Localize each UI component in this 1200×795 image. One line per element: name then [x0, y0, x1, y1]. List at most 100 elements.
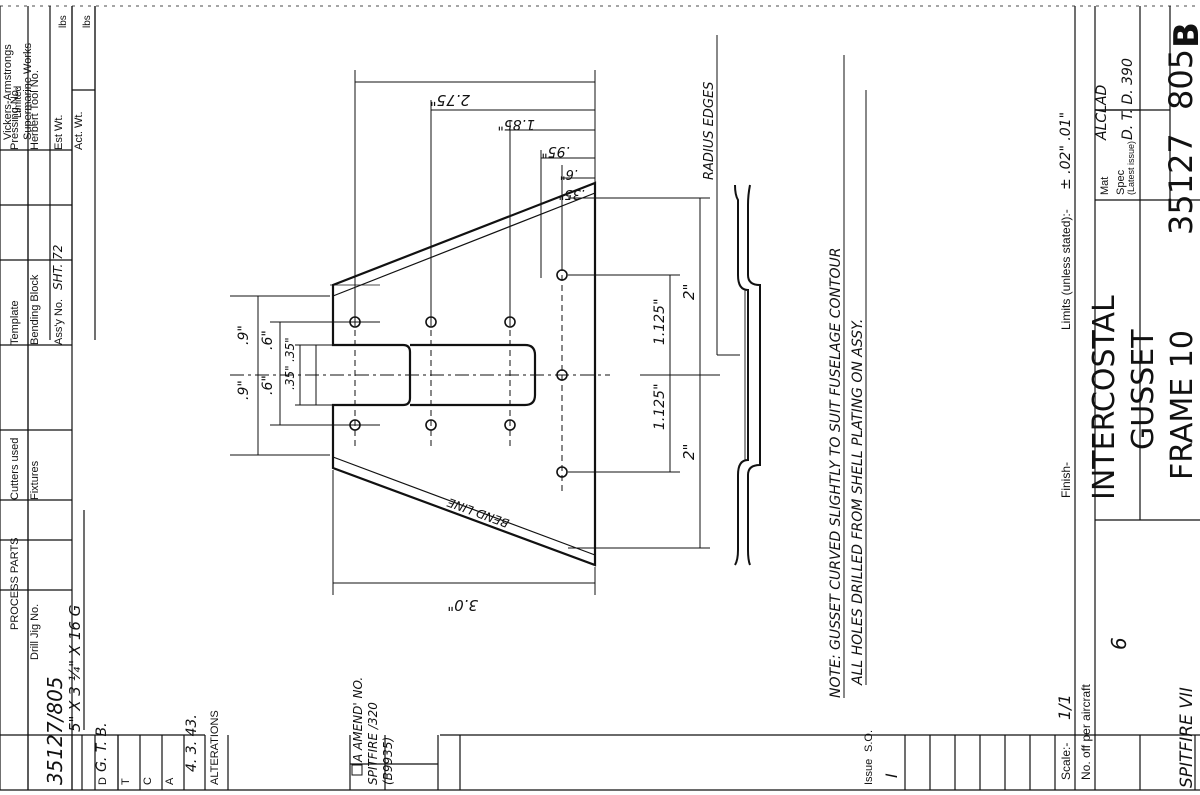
svg-text:2.75": 2.75": [430, 91, 470, 109]
svg-text:PROCESS PARTS: PROCESS PARTS: [9, 537, 21, 630]
svg-text:2": 2": [680, 284, 698, 300]
svg-text:Cutters used: Cutters used: [9, 438, 21, 500]
svg-text:1.125": 1.125": [652, 298, 668, 345]
process-table-lines: [0, 6, 72, 790]
bend-line-label: BEND LINE: [445, 495, 511, 530]
svg-text:35127/805: 35127/805: [43, 676, 67, 785]
svg-text:4. 3. 43.: 4. 3. 43.: [184, 714, 200, 772]
gusset-outline: [331, 181, 597, 567]
svg-text:A: A: [164, 777, 176, 785]
right-title-block-lines: [1074, 6, 1200, 735]
svg-text:No. off per aircraft: No. off per aircraft: [1079, 684, 1093, 780]
svg-text:.9": .9": [236, 325, 252, 345]
svg-text:Pressing No.: Pressing No.: [9, 87, 21, 150]
svg-text:GUSSET: GUSSET: [1126, 329, 1161, 450]
svg-text:.35": .35": [283, 365, 297, 390]
svg-text:6: 6: [1107, 637, 1131, 650]
svg-text:D: D: [97, 777, 109, 785]
svg-text:Issue: Issue: [863, 759, 875, 785]
svg-text:Est Wt.: Est Wt.: [53, 115, 65, 150]
svg-text:Drill Jig No.: Drill Jig No.: [29, 604, 41, 660]
left-dimension-labels: .9" .9" .6" .6" .35" .35": [236, 325, 297, 400]
part-number: 35127 805 B: [1162, 22, 1200, 235]
svg-text:5" X 3 ¼" X 16 G: 5" X 3 ¼" X 16 G: [66, 605, 84, 732]
svg-text:Finish-: Finish-: [1059, 462, 1073, 498]
process-parts-labels: PROCESS PARTS Drill Jig No. Cutters used…: [9, 15, 93, 660]
svg-text:Mat: Mat: [1099, 177, 1111, 195]
svg-text:(B9935): (B9935): [381, 737, 395, 785]
part-name: INTERCOSTAL GUSSET FRAME 10: [1087, 295, 1200, 500]
svg-text:Act. Wt.: Act. Wt.: [73, 112, 85, 151]
firm-name: Vickers-Armstrongs Limited Supermarine W…: [2, 43, 34, 140]
svg-text:C: C: [142, 777, 154, 785]
svg-text:S.O.: S.O.: [863, 730, 875, 752]
left-dimensions: [230, 295, 340, 456]
svg-text:.6": .6": [560, 166, 578, 181]
svg-text:805: 805: [1162, 49, 1200, 110]
rivet-holes: [349, 269, 568, 478]
svg-text:B: B: [1167, 22, 1200, 48]
svg-text:Herbert Tool No.: Herbert Tool No.: [29, 70, 41, 150]
material-spec: Mat ALCLAD Spec (Latest issue) D. T. D. …: [1094, 58, 1136, 195]
svg-text:Limits (unless stated):-: Limits (unless stated):-: [1059, 209, 1073, 330]
svg-text:SPITFIRE VII: SPITFIRE VII: [1177, 687, 1197, 788]
svg-text:Ass'y No.: Ass'y No.: [53, 299, 65, 345]
svg-text:.6": .6": [260, 375, 276, 395]
svg-text:.95": .95": [541, 143, 570, 159]
issue-box: Issue S.O. I: [863, 730, 901, 785]
weight-box-lines: [71, 6, 96, 340]
left-title-strip: [0, 5, 1200, 791]
right-dimension-labels: 2" 2" 1.125" 1.125": [652, 284, 698, 460]
stock-size: 5" X 3 ¼" X 16 G: [66, 510, 85, 732]
bottom-dimension: [332, 470, 596, 595]
svg-text:Spec: Spec: [1115, 169, 1127, 195]
scale-and-limits: Scale:- 1/1 Finish- Limits (unless state…: [1055, 112, 1074, 780]
svg-text:D. T. D. 390: D. T. D. 390: [1120, 58, 1136, 140]
svg-text:G. T. B.: G. T. B.: [94, 722, 110, 772]
svg-text:35127: 35127: [1162, 133, 1200, 235]
svg-text:2": 2": [680, 444, 698, 460]
svg-text:ALCLAD: ALCLAD: [1094, 84, 1110, 141]
svg-text:ALL HOLES DRILLED FROM SHELL P: ALL HOLES DRILLED FROM SHELL PLATING ON …: [850, 319, 866, 686]
svg-text:1/1: 1/1: [1055, 694, 1074, 720]
svg-text:.6": .6": [260, 330, 276, 350]
svg-text:Fixtures: Fixtures: [29, 460, 41, 500]
svg-text:.35": .35": [283, 337, 297, 362]
dim-3-0: 3.0": [447, 596, 478, 614]
svg-text:I: I: [882, 773, 901, 778]
svg-text:NOTE: GUSSET CURVED SLIGHTLY T: NOTE: GUSSET CURVED SLIGHTLY TO SUIT FUS…: [828, 247, 844, 698]
top-dimensions: [354, 70, 596, 320]
svg-text:INTERCOSTAL: INTERCOSTAL: [1087, 295, 1122, 500]
revision-table: D G. T. B. T C A 4. 3. 43. ALTERATIONS: [94, 710, 221, 785]
quantity-box: No. off per aircraft 6 SPITFIRE VII: [1079, 637, 1197, 788]
top-dimension-labels: 2.75" 1.85" .95" .6" .35": [430, 91, 585, 201]
radius-edges-note: RADIUS EDGES: [702, 35, 740, 356]
svg-text:.9": .9": [236, 380, 252, 400]
drawing-notes: NOTE: GUSSET CURVED SLIGHTLY TO SUIT FUS…: [828, 55, 867, 698]
svg-text:.35": .35": [558, 186, 585, 201]
svg-text:RADIUS EDGES: RADIUS EDGES: [702, 82, 717, 180]
drawing-reference: 35127/805: [43, 676, 67, 785]
svg-text:Vickers-Armstrongs: Vickers-Armstrongs: [2, 44, 14, 140]
svg-text:± .02" .01": ± .02" .01": [1058, 112, 1074, 190]
svg-text:lbs: lbs: [82, 15, 93, 28]
svg-text:T: T: [120, 778, 132, 785]
svg-text:Template: Template: [9, 300, 21, 345]
svg-text:(Latest issue): (Latest issue): [1126, 141, 1136, 195]
svg-text:lbs: lbs: [58, 15, 69, 28]
svg-text:A AMEND' NO.: A AMEND' NO.: [351, 677, 365, 763]
svg-text:1.125": 1.125": [652, 383, 668, 430]
side-profile: [734, 184, 761, 566]
svg-text:Scale:-: Scale:-: [1059, 743, 1073, 780]
svg-text:ALTERATIONS: ALTERATIONS: [209, 710, 221, 785]
svg-text:1.85": 1.85": [497, 116, 535, 132]
svg-text:Bending Block: Bending Block: [29, 274, 41, 345]
amendment-note: A AMEND' NO. SPITFIRE /320 (B9935): [351, 677, 395, 785]
svg-text:FRAME 10: FRAME 10: [1165, 330, 1200, 480]
svg-text:SHT. 72: SHT. 72: [51, 245, 65, 290]
svg-text:Supermarine Works: Supermarine Works: [22, 43, 34, 140]
svg-text:SPITFIRE /320: SPITFIRE /320: [366, 702, 380, 785]
right-dimensions: [568, 197, 720, 549]
svg-text:Limited: Limited: [13, 86, 24, 118]
